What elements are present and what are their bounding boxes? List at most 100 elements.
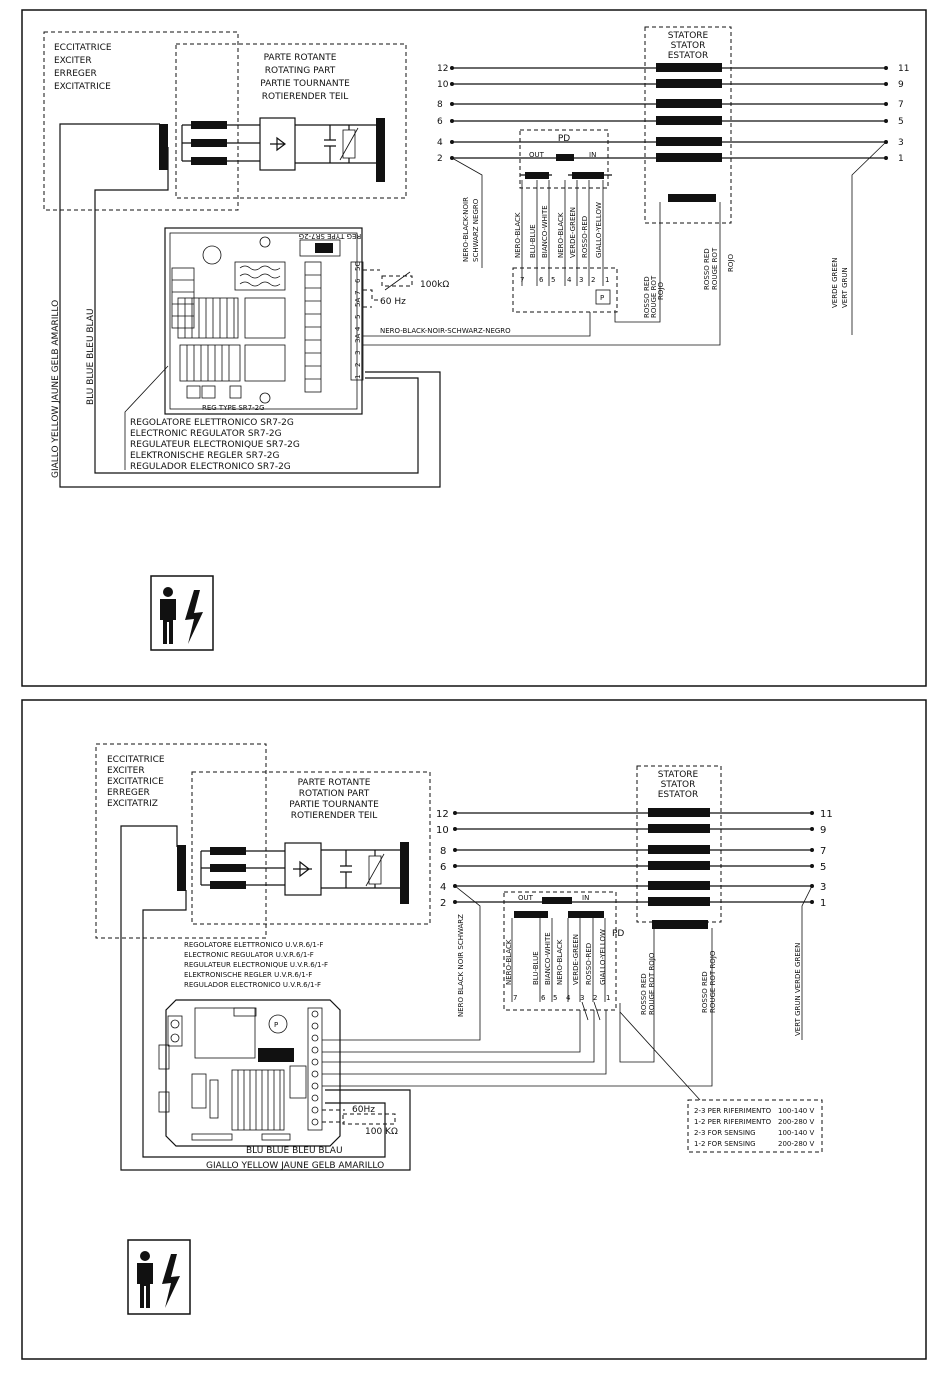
p2-pd-wire-6: GIALLO-YELLOW <box>599 929 607 985</box>
p2-pd-pin-4: 4 <box>566 994 571 1002</box>
p1-regulator-label-0: REGOLATORE ELETTRONICO SR7-2G <box>130 418 294 428</box>
p2-regulator-label-3: ELEKTRONISCHE REGLER U.V.R.6/1-F <box>184 971 312 979</box>
p1-pd-out: OUT <box>529 151 545 159</box>
p2-legend-3-range: 200-280 V <box>778 1140 814 1148</box>
p2-rosso-red-2-0: ROSSO RED <box>701 971 709 1013</box>
p2-terminal-7: 7 <box>820 846 826 857</box>
p1-rotating-box <box>175 43 407 199</box>
p2-exciter-winding <box>177 845 186 891</box>
p1-regulator-label-2: REGULATEUR ELECTRONIQUE SR7-2G <box>130 440 300 450</box>
p1-terminal-4: 4 <box>437 138 443 148</box>
p2-terminal-6: 6 <box>440 862 446 873</box>
p2-legend-0-range: 100-140 V <box>778 1107 814 1115</box>
p2-legend-1-conn: 1-2 PER RIFERIMENTO <box>694 1118 772 1126</box>
p2-nero-wire <box>322 885 481 1041</box>
p1-regulator: REG TYPE SR7-2G REG TYPE SR7-2G 5C 6 7 5… <box>164 227 364 415</box>
p1-regulator-header: REG TYPE SR7-2G <box>299 232 362 240</box>
p1-verde-green-0: VERDE GREEN <box>831 258 839 308</box>
p2-regulator-label-2: REGULATEUR ELECTRONIQUE U.V.R.6/1-F <box>184 961 328 969</box>
p1-pd-pin-4: 4 <box>567 276 572 284</box>
p1-term-5A: 5A <box>354 298 362 307</box>
p2-giallo-wire <box>120 825 411 1171</box>
p1-pd-pin-2: 2 <box>591 276 595 284</box>
p2-rotor-circuit <box>177 842 409 904</box>
p2-pd-module: OUT IN PD <box>503 891 624 1011</box>
p1-term-3A: 3A <box>354 334 362 343</box>
p2-legend-2-range: 100-140 V <box>778 1129 814 1137</box>
p1-term-1: 1 <box>354 375 362 379</box>
p1-terminal-7: 7 <box>898 100 904 110</box>
p1-pd-label: PD <box>558 134 570 144</box>
p1-pd-wire-1: BLU-BLUE <box>529 224 537 258</box>
p2-exciter-label-2: EXCITATRICE <box>107 777 164 787</box>
p2-pd-wire-3: NERO-BLACK <box>556 939 564 985</box>
p1-term-5C: 5C <box>354 262 362 271</box>
p1-60hz-label: 60 Hz <box>380 297 406 307</box>
p1-rotating-label-0: PARTE ROTANTE <box>264 53 337 63</box>
p1-regulator-body <box>164 227 363 415</box>
p2-pd-pin-5: 5 <box>553 994 557 1002</box>
panel-1-frame <box>21 9 927 687</box>
p1-exciter-label-1: EXCITER <box>54 56 92 66</box>
p2-regulator-body <box>165 999 341 1147</box>
p1-exciter-box <box>43 31 239 211</box>
p2-pd-wire-2: BIANCO-WHITE <box>544 932 552 985</box>
p2-pd-pin-6: 6 <box>541 994 546 1002</box>
p1-terminal-1: 1 <box>898 154 904 164</box>
p2-regulator-label-4: REGULADOR ELECTRONICO U.V.R.6/1-F <box>184 981 321 989</box>
p2-giallo-label: GIALLO YELLOW JAUNE GELB AMARILLO <box>206 1161 384 1171</box>
p1-pd-pin-5: 5 <box>551 276 555 284</box>
p2-terminal-8: 8 <box>440 846 446 857</box>
p1-exciter-label-3: EXCITATRICE <box>54 82 111 92</box>
p1-blu-wire <box>94 147 419 474</box>
p1-regulator-label-3: ELEKTRONISCHE REGLER SR7-2G <box>130 451 280 461</box>
p1-terminal-2: 2 <box>437 154 443 164</box>
p1-pd-wire-6: GIALLO-YELLOW <box>595 202 603 258</box>
p1-rosso-red-2-2: ROJO <box>727 254 735 272</box>
p1-pd-wire-3: NERO-BLACK <box>557 212 565 258</box>
p2-pd-wire-1: BLU-BLUE <box>532 951 540 985</box>
p2-blu-label: BLU BLUE BLEU BLAU <box>246 1146 343 1156</box>
p2-electrical-hazard-icon <box>127 1239 191 1315</box>
p1-terminal-8: 8 <box>437 100 443 110</box>
p2-rotating-box <box>191 771 431 925</box>
p1-rosso-red-1-1: ROUGE ROT <box>650 275 658 318</box>
p2-terminal-9: 9 <box>820 825 826 836</box>
p2-exciter-label-1: EXCITER <box>107 766 145 776</box>
p2-pd-pin-2: 2 <box>593 994 597 1002</box>
p2-pd-wire-4: VERDE-GREEN <box>572 934 580 985</box>
p1-term-4: 4 <box>354 326 362 331</box>
p1-terminal-6: 6 <box>437 117 443 127</box>
p2-regulator-label-1: ELECTRONIC REGULATOR U.V.R.6/1-F <box>184 951 314 959</box>
p1-pd-pin-6: 6 <box>539 276 544 284</box>
p2-terminal-2: 2 <box>440 898 446 909</box>
p1-electrical-hazard-icon <box>150 575 214 651</box>
p2-pd-box <box>503 891 617 1011</box>
p1-terminal-10: 10 <box>437 80 449 90</box>
p2-pd-pin-7: 7 <box>513 994 517 1002</box>
p2-terminal-12: 12 <box>436 809 449 820</box>
p1-rotating-label-2: PARTIE TOURNANTE <box>260 79 350 89</box>
p2-regulator: P <box>158 999 341 1147</box>
p2-sensing-legend <box>687 1099 823 1153</box>
p1-term-6: 6 <box>354 278 362 283</box>
p1-rosso-red-1-2: ROJO <box>657 282 665 300</box>
p1-rosso-red-2-0: ROSSO RED <box>703 248 711 290</box>
p1-stator-label-2: ESTATOR <box>668 51 709 61</box>
p2-pd-wire-0: NERO-BLACK <box>505 939 513 985</box>
p2-rotating-label-1: ROTATION PART <box>299 789 370 799</box>
p2-main-rotor-winding <box>400 842 409 904</box>
p2-nero-black-noir: NERO BLACK NOIR SCHWARZ <box>457 914 465 1017</box>
p2-pd-wire-5: ROSSO-RED <box>585 943 593 985</box>
p1-pd-wire-5: ROSSO-RED <box>581 216 589 258</box>
p2-pd-label: PD <box>612 929 624 939</box>
p2-pd-in: IN <box>582 894 589 902</box>
p2-rosso-red-2-1: ROUGE ROT ROJO <box>709 950 717 1013</box>
p2-stator: STATORE STATOR ESTATOR 12 10 8 6 4 2 11 … <box>436 765 833 929</box>
p1-stator-label-0: STATORE <box>668 31 709 41</box>
p1-regulator-label-4: REGULADOR ELECTRONICO SR7-2G <box>130 462 291 472</box>
p1-verde-green-1: VERT GRUN <box>841 267 849 308</box>
p1-pd-wire-0: NERO-BLACK <box>514 212 522 258</box>
p2-blu-wire <box>142 890 386 1158</box>
